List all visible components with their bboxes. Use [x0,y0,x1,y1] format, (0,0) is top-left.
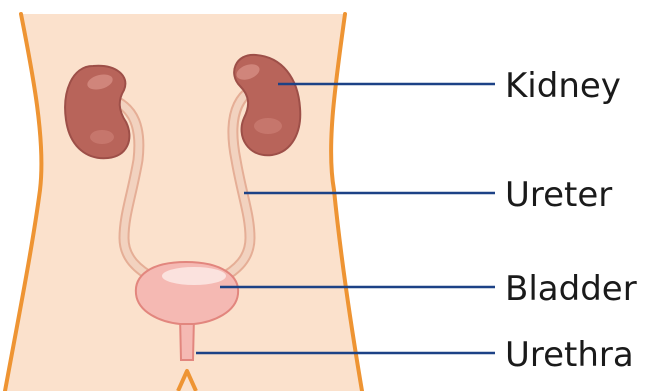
bladder-label: Bladder [505,269,637,309]
bladder-highlight [162,267,226,285]
labels: Kidney Ureter Bladder Urethra [505,66,637,375]
urethra-label: Urethra [505,335,634,375]
ureter-label: Ureter [505,175,612,215]
kidney-label: Kidney [505,66,621,106]
left-kidney [65,66,129,158]
